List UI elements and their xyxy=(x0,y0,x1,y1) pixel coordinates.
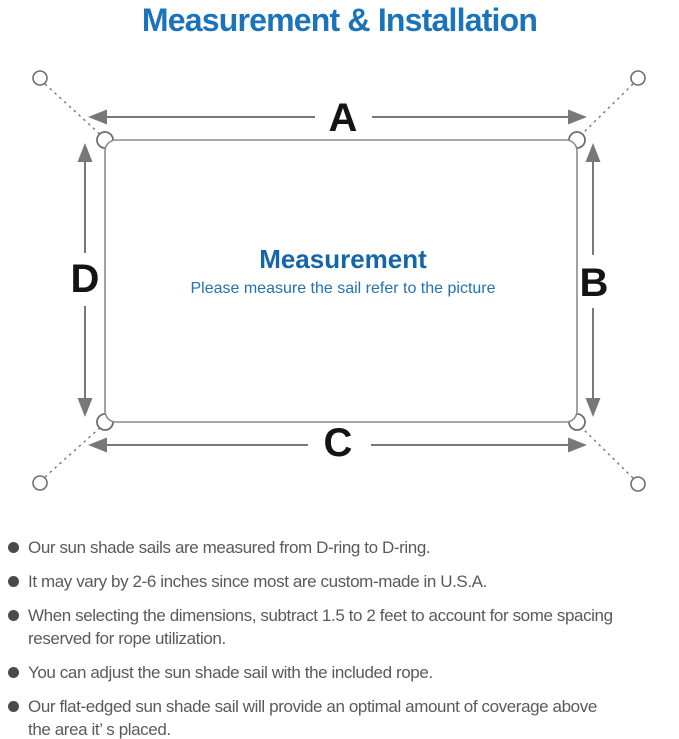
dashed-line-bottom-left xyxy=(44,424,104,478)
anchor-points xyxy=(32,70,646,492)
arrow-c-head-left xyxy=(88,437,107,453)
bullet-item: It may vary by 2-6 inches since most are… xyxy=(8,570,675,593)
anchor-circle-top-right xyxy=(630,70,646,86)
bullet-dot-icon xyxy=(8,701,19,712)
instruction-bullet-list: Our sun shade sails are measured from D-… xyxy=(0,536,679,739)
arrow-b-head-up xyxy=(585,143,601,162)
dashed-line-top-left xyxy=(44,83,104,138)
sail-measurement-diagram: A C D B Measurement Please measure the s… xyxy=(32,70,646,492)
bullet-dot-icon xyxy=(8,667,19,678)
bullet-item: You can adjust the sun shade sail with t… xyxy=(8,661,675,684)
bullet-item: When selecting the dimensions, subtract … xyxy=(8,604,675,650)
bullet-text: You can adjust the sun shade sail with t… xyxy=(28,663,433,682)
bullet-dot-icon xyxy=(8,610,19,621)
dimension-label-d: D xyxy=(71,257,100,301)
dimension-label-b: B xyxy=(580,261,609,305)
dashed-line-bottom-right xyxy=(578,424,634,479)
anchor-circle-bottom-right xyxy=(630,476,646,492)
shade-sail-rectangle xyxy=(104,139,578,423)
arrow-c-head-right xyxy=(568,437,587,453)
dashed-line-top-right xyxy=(578,83,634,138)
diagram-center-title: Measurement xyxy=(259,244,427,274)
dimension-label-c: C xyxy=(324,421,353,465)
anchor-dashed-lines xyxy=(44,83,634,479)
bullet-dot-icon xyxy=(8,542,19,553)
dimension-label-a: A xyxy=(329,96,358,140)
arrow-b-head-down xyxy=(585,398,601,417)
arrow-a-head-left xyxy=(88,109,107,125)
arrow-d-head-up xyxy=(77,143,93,162)
bullet-item: Our sun shade sails are measured from D-… xyxy=(8,536,675,559)
bullet-text: Our sun shade sails are measured from D-… xyxy=(28,538,431,557)
anchor-circle-top-left xyxy=(32,70,48,86)
page-title: Measurement & Installation xyxy=(141,2,538,38)
bullet-text: It may vary by 2-6 inches since most are… xyxy=(28,572,487,591)
bullet-item: Our flat-edged sun shade sail will provi… xyxy=(8,695,675,739)
bullet-text: Our flat-edged sun shade sail will provi… xyxy=(28,697,597,739)
diagram-center-subtitle: Please measure the sail refer to the pic… xyxy=(190,280,495,297)
bullet-dot-icon xyxy=(8,576,19,587)
bullet-text: When selecting the dimensions, subtract … xyxy=(28,606,613,648)
arrow-d-head-down xyxy=(77,398,93,417)
anchor-circle-bottom-left xyxy=(32,475,48,491)
arrow-a-head-right xyxy=(568,109,587,125)
